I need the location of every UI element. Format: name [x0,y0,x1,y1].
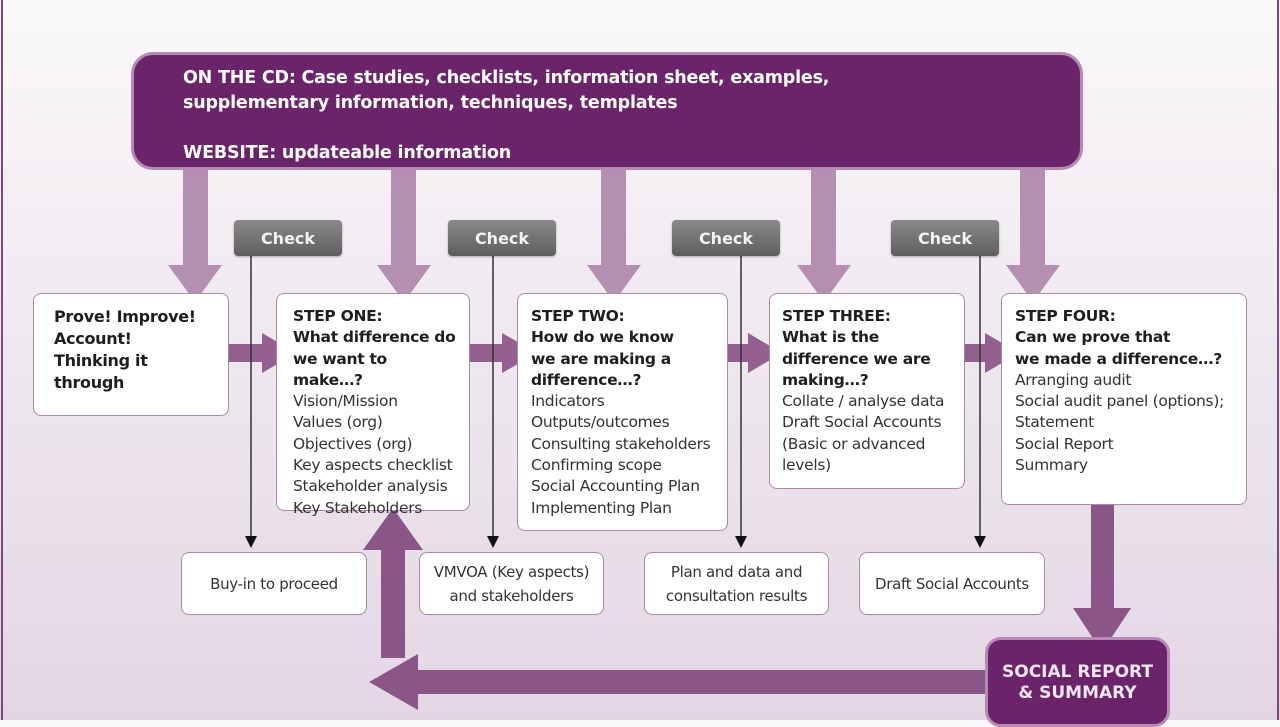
arrow-step-two-to-step-three [728,333,782,373]
social-report-box: SOCIAL REPORT & SUMMARY [985,637,1170,727]
banner-arrow-to-step-two [587,170,641,302]
step-title: STEP TWO: [531,307,625,325]
arrow-intro-to-step-one [229,333,296,373]
step-item: Key Stakeholders [293,498,423,517]
step-item: Outputs/outcomes [531,413,670,432]
banner-cd-line-2: supplementary information, techniques, t… [183,93,678,113]
step-three-box: STEP THREE: What is the difference we ar… [769,293,965,489]
step-item: Social Report [1015,434,1114,453]
output-vmvoa: VMVOA (Key aspects) and stakeholders [419,552,604,615]
step-item: Summary [1015,456,1088,475]
banner-arrow-to-step-three [797,170,851,302]
step-item: Key aspects checklist [293,456,453,475]
step-item: Implementing Plan [531,498,672,517]
banner-arrow-to-step-four [1006,170,1060,302]
check-badge-1: Check [234,220,342,256]
step-four-box: STEP FOUR: Can we prove that we made a d… [1001,293,1247,505]
step-title: STEP THREE: [782,307,891,325]
banner-website-line: WEBSITE: updateable information [183,143,511,163]
resources-banner: ON THE CD: Case studies, checklists, inf… [131,52,1083,170]
step-question: difference…? [531,370,642,389]
step-question: we made a difference…? [1015,349,1222,368]
step-one-box: STEP ONE: What difference do we want to … [276,293,470,517]
step-item: Consulting stakeholders [531,434,711,453]
report-line-2: & SUMMARY [1018,683,1137,703]
output-line: and stakeholders [449,586,574,605]
step-question: making…? [782,370,869,389]
check-badge-4: Check [891,220,999,256]
check-badge-2: Check [448,220,556,256]
step-item: Arranging audit [1015,370,1132,389]
step-item: Vision/Mission [293,392,398,411]
intro-line: through [54,373,125,392]
output-line: consultation results [665,586,808,605]
step-title: STEP FOUR: [1015,307,1116,325]
frame-right-border [1277,0,1279,720]
step-item: Values (org) [293,413,383,432]
banner-cd-line-1: ON THE CD: Case studies, checklists, inf… [183,68,830,88]
output-draft-accounts: Draft Social Accounts [859,552,1045,615]
step-item: Social Accounting Plan [531,477,700,496]
check-arrowhead-1 [245,536,257,548]
step-item: Confirming scope [531,456,662,475]
step-item: Social audit panel (options); [1015,392,1224,411]
step-item: Stakeholder analysis [293,477,448,496]
intro-line: Thinking it [54,351,148,370]
output-line: Draft Social Accounts [875,574,1029,593]
step-item: Statement [1015,413,1094,432]
banner-arrow-to-step-one [377,170,431,302]
arrow-step-four-to-report [1073,505,1131,652]
step-question: we are making a [531,349,671,368]
step-question: Can we prove that [1015,328,1171,347]
arrow-report-feedback [369,654,990,710]
step-question: difference we are [782,349,931,368]
step-item: (Basic or advanced [782,434,926,453]
arrow-step-three-to-step-four [965,333,1019,373]
output-buy-in: Buy-in to proceed [181,552,367,615]
arrow-step-one-to-step-two [470,333,537,373]
check-arrowhead-2 [487,536,499,548]
step-two-box: STEP TWO: How do we know we are making a… [517,293,728,531]
step-item: levels) [782,456,831,475]
frame-left-border [1,0,3,720]
output-plan-data: Plan and data and consultation results [644,552,829,615]
step-item: Draft Social Accounts [782,413,942,432]
check-arrowhead-3 [735,536,747,548]
output-line: VMVOA (Key aspects) [433,562,590,581]
step-question: How do we know [531,328,674,347]
step-item: Collate / analyse data [782,392,945,411]
arrow-feedback-up-to-step-one [363,508,423,658]
step-question: we want to make…? [293,349,387,389]
intro-box: Prove! Improve! Account! Thinking it thr… [33,293,229,416]
step-question: What difference do [293,328,456,347]
step-item: Indicators [531,392,605,411]
check-arrowhead-4 [974,536,986,548]
output-line: Buy-in to proceed [210,574,338,593]
intro-line: Account! [54,329,132,348]
step-title: STEP ONE: [293,307,383,325]
intro-line: Prove! Improve! [54,307,196,326]
step-question: What is the [782,328,879,347]
check-badge-3: Check [672,220,780,256]
step-item: Objectives (org) [293,434,413,453]
banner-arrow-to-intro [168,170,222,302]
output-line: Plan and data and [670,562,803,581]
report-line-1: SOCIAL REPORT [1002,662,1153,682]
